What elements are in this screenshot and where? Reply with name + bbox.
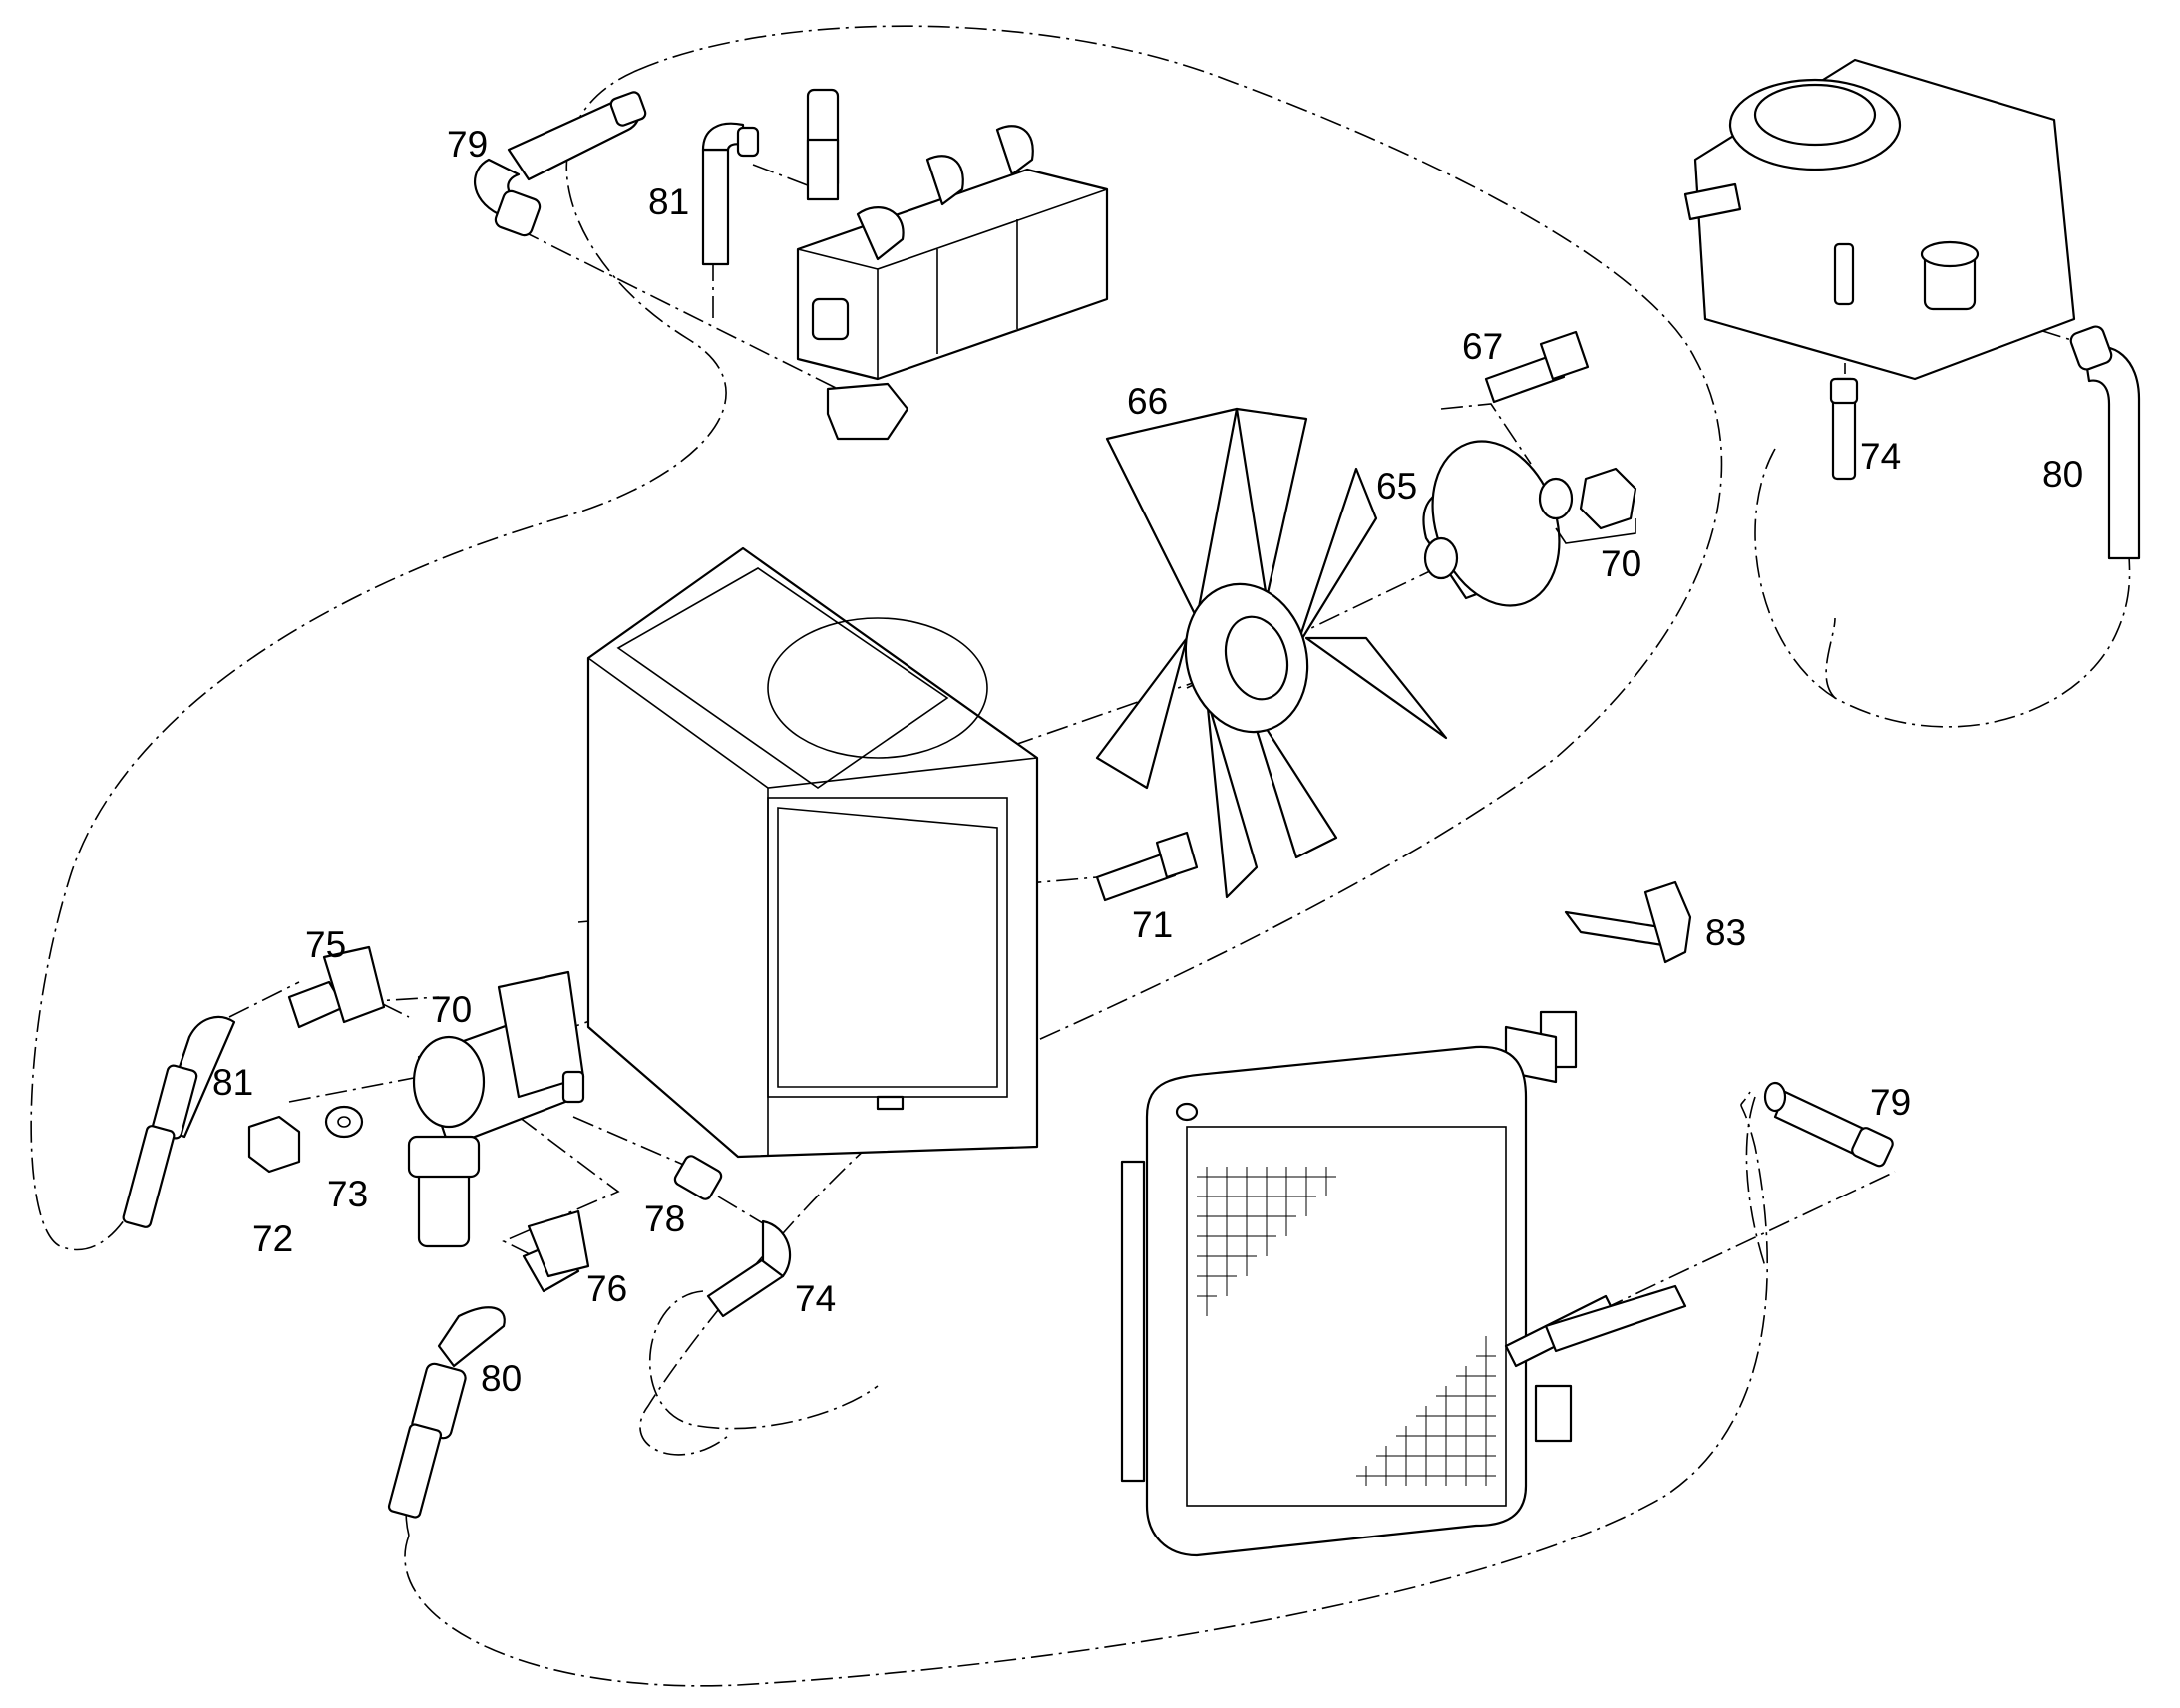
callout-74-top: 74 xyxy=(1860,436,1901,477)
callout-81-top: 81 xyxy=(648,181,689,222)
callout-80-lower: 80 xyxy=(481,1358,522,1399)
fan-66 xyxy=(1095,407,1448,899)
fitting-75 xyxy=(287,945,386,1029)
hose-79-right xyxy=(2069,325,2141,560)
callout-73: 73 xyxy=(327,1174,368,1214)
hose-80-lower xyxy=(387,1306,506,1519)
hose-74-lower xyxy=(706,1219,792,1318)
callout-labels: 79 81 67 66 65 70 74 80 71 83 75 70 81 7… xyxy=(212,124,2083,1399)
radiator xyxy=(1120,1010,1687,1557)
callout-78: 78 xyxy=(644,1198,685,1239)
nut-washer-70-top xyxy=(1538,467,1637,544)
fitting-76 xyxy=(522,1209,590,1293)
callout-65: 65 xyxy=(1376,466,1417,507)
bracket-83 xyxy=(1564,880,1692,964)
triple-pump xyxy=(796,88,1109,441)
callout-81-lower: 81 xyxy=(212,1062,253,1103)
radiator-core-mesh xyxy=(1197,1167,1496,1486)
hose-80-right xyxy=(1763,1081,1894,1168)
bolt-71 xyxy=(1095,831,1199,902)
fan-shroud xyxy=(586,546,1039,1159)
hose-74-top xyxy=(1829,377,1859,481)
callout-72: 72 xyxy=(252,1218,293,1259)
callout-76: 76 xyxy=(586,1268,627,1309)
hydraulic-tank xyxy=(1683,58,2076,381)
hose-81-top xyxy=(701,122,760,266)
callout-70-top: 70 xyxy=(1601,543,1641,584)
callout-83: 83 xyxy=(1705,912,1746,953)
callout-70-lower: 70 xyxy=(431,989,472,1030)
routing-lines xyxy=(30,25,2131,1687)
callout-80-right: 79 xyxy=(1870,1082,1911,1123)
callout-75: 75 xyxy=(305,924,346,965)
bolt-67 xyxy=(1484,330,1590,404)
callout-79-right: 80 xyxy=(2042,454,2083,495)
gear-pump-70 xyxy=(407,970,585,1248)
callout-79-top: 79 xyxy=(447,124,488,165)
nut-72 xyxy=(247,1115,301,1174)
callout-74-lower: 74 xyxy=(795,1278,836,1319)
callout-67: 67 xyxy=(1462,326,1503,367)
fitting-78 xyxy=(673,1155,723,1200)
hose-81-lower xyxy=(122,1015,236,1228)
callout-66: 66 xyxy=(1127,381,1168,422)
fan-hub-65 xyxy=(1422,440,1561,607)
washer-73 xyxy=(324,1105,364,1139)
callout-71: 71 xyxy=(1132,904,1173,945)
hose-79-top xyxy=(474,91,647,237)
